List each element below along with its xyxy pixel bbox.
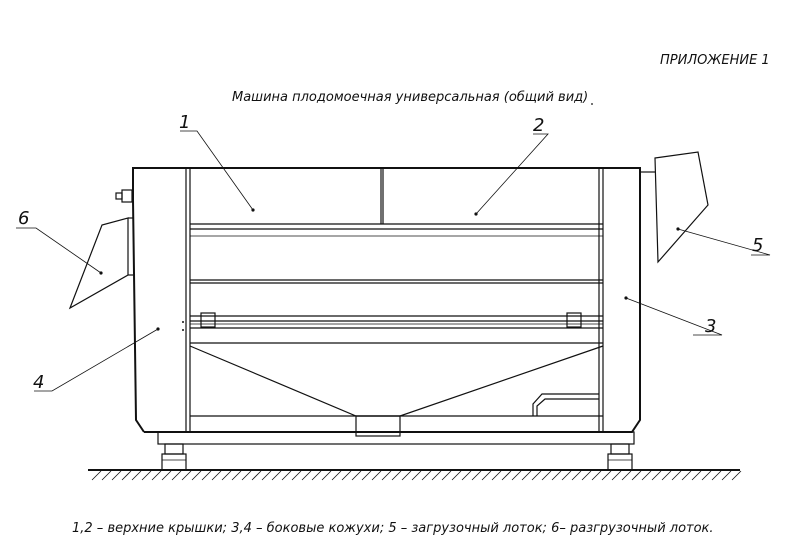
floor-hatch-line bbox=[391, 470, 402, 481]
callout-2: 2 bbox=[533, 115, 544, 136]
leader-lines bbox=[16, 130, 771, 392]
callout-3: 3 bbox=[705, 316, 716, 337]
floor-hatch-line bbox=[441, 470, 452, 481]
floor-hatch-line bbox=[371, 470, 382, 481]
appendix-label: ПРИЛОЖЕНИЕ 1 bbox=[660, 53, 770, 68]
cover-marks bbox=[182, 321, 184, 331]
floor-hatch-line bbox=[101, 470, 112, 481]
floor-hatch-line bbox=[131, 470, 142, 481]
callout-5: 5 bbox=[752, 235, 763, 256]
floor-hatch-line bbox=[171, 470, 182, 481]
floor-hatch-line bbox=[471, 470, 482, 481]
floor-hatch-line bbox=[271, 470, 282, 481]
floor-hatch-line bbox=[261, 470, 272, 481]
callout-6: 6 bbox=[18, 208, 29, 229]
leader-dots bbox=[99, 208, 680, 331]
floor-hatch-line bbox=[581, 470, 592, 481]
floor-hatch-line bbox=[331, 470, 342, 481]
floor-hatch-line bbox=[481, 470, 492, 481]
floor-hatch-line bbox=[511, 470, 522, 481]
floor-hatch-line bbox=[541, 470, 552, 481]
side-cover-left bbox=[185, 168, 191, 432]
side-cover-right bbox=[598, 168, 604, 432]
floor-hatch-line bbox=[701, 470, 712, 481]
floor-hatch-line bbox=[491, 470, 502, 481]
floor-hatch-line bbox=[571, 470, 582, 481]
unloading-tray bbox=[68, 189, 133, 310]
floor-hatch-line bbox=[431, 470, 442, 481]
callout-1: 1 bbox=[179, 112, 190, 133]
foot-left bbox=[161, 443, 187, 471]
floor-hatch-line bbox=[591, 470, 602, 481]
base-frame bbox=[157, 431, 635, 445]
floor-hatch-line bbox=[421, 470, 432, 481]
floor-hatch-line bbox=[221, 470, 232, 481]
floor-hatch-line bbox=[451, 470, 462, 481]
floor-hatch-line bbox=[531, 470, 542, 481]
floor-hatch-line bbox=[671, 470, 682, 481]
floor-hatch-line bbox=[211, 470, 222, 481]
floor-hatch-line bbox=[691, 470, 702, 481]
floor-hatch-line bbox=[301, 470, 312, 481]
floor-hatch-line bbox=[291, 470, 302, 481]
floor-hatch-line bbox=[341, 470, 352, 481]
floor-hatch-line bbox=[681, 470, 692, 481]
conveyor bbox=[190, 312, 603, 344]
floor-hatch-line bbox=[351, 470, 362, 481]
floor-hatch-line bbox=[361, 470, 372, 481]
floor-hatch-line bbox=[661, 470, 672, 481]
floor-hatch-line bbox=[111, 470, 122, 481]
floor-hatch-line bbox=[161, 470, 172, 481]
floor-hatch-line bbox=[121, 470, 132, 481]
title-dot bbox=[591, 103, 593, 105]
wash-bath bbox=[189, 345, 604, 437]
floor-hatch-line bbox=[621, 470, 632, 481]
floor-hatch-line bbox=[601, 470, 612, 481]
caption: 1,2 – верхние крышки; 3,4 – боковые кожу… bbox=[72, 521, 714, 536]
callout-4: 4 bbox=[33, 372, 44, 393]
floor-hatch-line bbox=[181, 470, 192, 481]
floor bbox=[88, 469, 742, 481]
floor-hatch-line bbox=[401, 470, 412, 481]
floor-hatch-line bbox=[711, 470, 722, 481]
floor-hatch-line bbox=[241, 470, 252, 481]
floor-hatch-line bbox=[141, 470, 152, 481]
floor-hatch-line bbox=[381, 470, 392, 481]
floor-hatch-line bbox=[91, 470, 102, 481]
floor-hatch-line bbox=[521, 470, 532, 481]
support-feet bbox=[161, 443, 633, 471]
drawing-title: Машина плодомоечная универсальная (общий… bbox=[232, 90, 588, 105]
loading-tray bbox=[640, 151, 709, 264]
floor-hatch-line bbox=[721, 470, 732, 481]
floor-hatch-line bbox=[231, 470, 242, 481]
floor-hatch-line bbox=[321, 470, 332, 481]
floor-hatch-line bbox=[501, 470, 512, 481]
foot-right bbox=[607, 443, 633, 471]
floor-hatch-line bbox=[151, 470, 162, 481]
floor-hatch-line bbox=[201, 470, 212, 481]
floor-hatch-line bbox=[651, 470, 662, 481]
floor-hatch-line bbox=[281, 470, 292, 481]
floor-hatch-line bbox=[631, 470, 642, 481]
discharge-duct bbox=[532, 393, 599, 416]
floor-hatch-line bbox=[251, 470, 262, 481]
top-covers bbox=[190, 168, 603, 284]
floor-hatch-line bbox=[561, 470, 572, 481]
floor-hatch-line bbox=[191, 470, 202, 481]
floor-hatch-line bbox=[731, 470, 742, 481]
floor-hatch-line bbox=[641, 470, 652, 481]
floor-hatch-line bbox=[461, 470, 472, 481]
floor-hatch-line bbox=[411, 470, 422, 481]
floor-hatch-line bbox=[611, 470, 622, 481]
machine-body bbox=[132, 167, 641, 445]
floor-hatch-line bbox=[551, 470, 562, 481]
floor-hatch-line bbox=[311, 470, 322, 481]
